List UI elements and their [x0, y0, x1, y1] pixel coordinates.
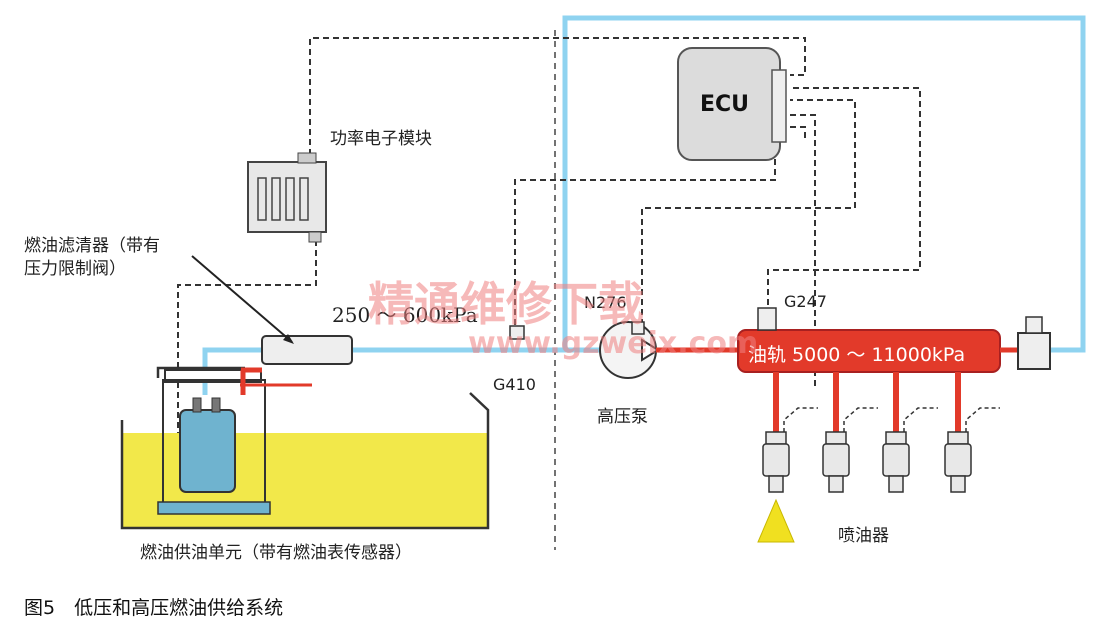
figure-caption: 图5 低压和高压燃油供给系统: [24, 597, 284, 619]
g410-sensor: [509, 325, 525, 340]
injector-wires: [783, 407, 1000, 432]
fuel-tank: [120, 392, 490, 530]
pump-base: [157, 501, 271, 515]
watermark-url: www.gzweix.com: [468, 326, 759, 361]
fuel-pump: [179, 409, 236, 493]
low-pressure-return-line: [562, 15, 1086, 353]
low-pressure-label: 250 ～ 600kPa: [332, 303, 478, 327]
signal-wires: [177, 37, 921, 460]
power-electronics-module: [247, 161, 327, 233]
fuel-rail-label: 油轨 5000 ～ 11000kPa: [748, 344, 966, 366]
high-pressure-pump-arrow: [641, 338, 660, 362]
filter-label-line1: 燃油滤清器（带有: [24, 236, 160, 256]
g410-label: G410: [493, 375, 536, 394]
n276-label: N276: [584, 293, 627, 312]
watermark-title: 精通维修下载: [368, 277, 644, 331]
high-pressure-pump-label: 高压泵: [597, 407, 648, 427]
g247-label: G247: [784, 292, 827, 311]
power-module-label: 功率电子模块: [330, 129, 432, 149]
power-module-fins: [257, 177, 309, 221]
power-module-connector-bottom: [308, 231, 322, 243]
ecu-label: ECU: [700, 92, 750, 117]
tank-cover: [156, 366, 245, 378]
injector-feeds: [773, 372, 961, 432]
injectors: [762, 431, 972, 493]
power-module-connector-top: [297, 152, 317, 164]
n276-valve: [631, 321, 645, 335]
filter-label-line2: 压力限制阀）: [24, 259, 126, 279]
ecu-connector: [771, 69, 787, 143]
fuel-supply-unit-label: 燃油供油单元（带有燃油表传感器）: [140, 543, 412, 563]
injector-spray-cone: [757, 498, 795, 543]
injectors-label: 喷油器: [838, 526, 889, 546]
pressure-limiting-valve: [1017, 332, 1051, 370]
filter-pointer-arrowhead: [283, 334, 294, 344]
pressure-valve-cap: [1025, 316, 1043, 334]
filter-pointer: [191, 255, 293, 343]
fuel-filter: [261, 335, 353, 365]
g247-sensor: [757, 307, 777, 331]
pump-terminal: [192, 397, 202, 413]
pump-terminal: [211, 397, 221, 413]
